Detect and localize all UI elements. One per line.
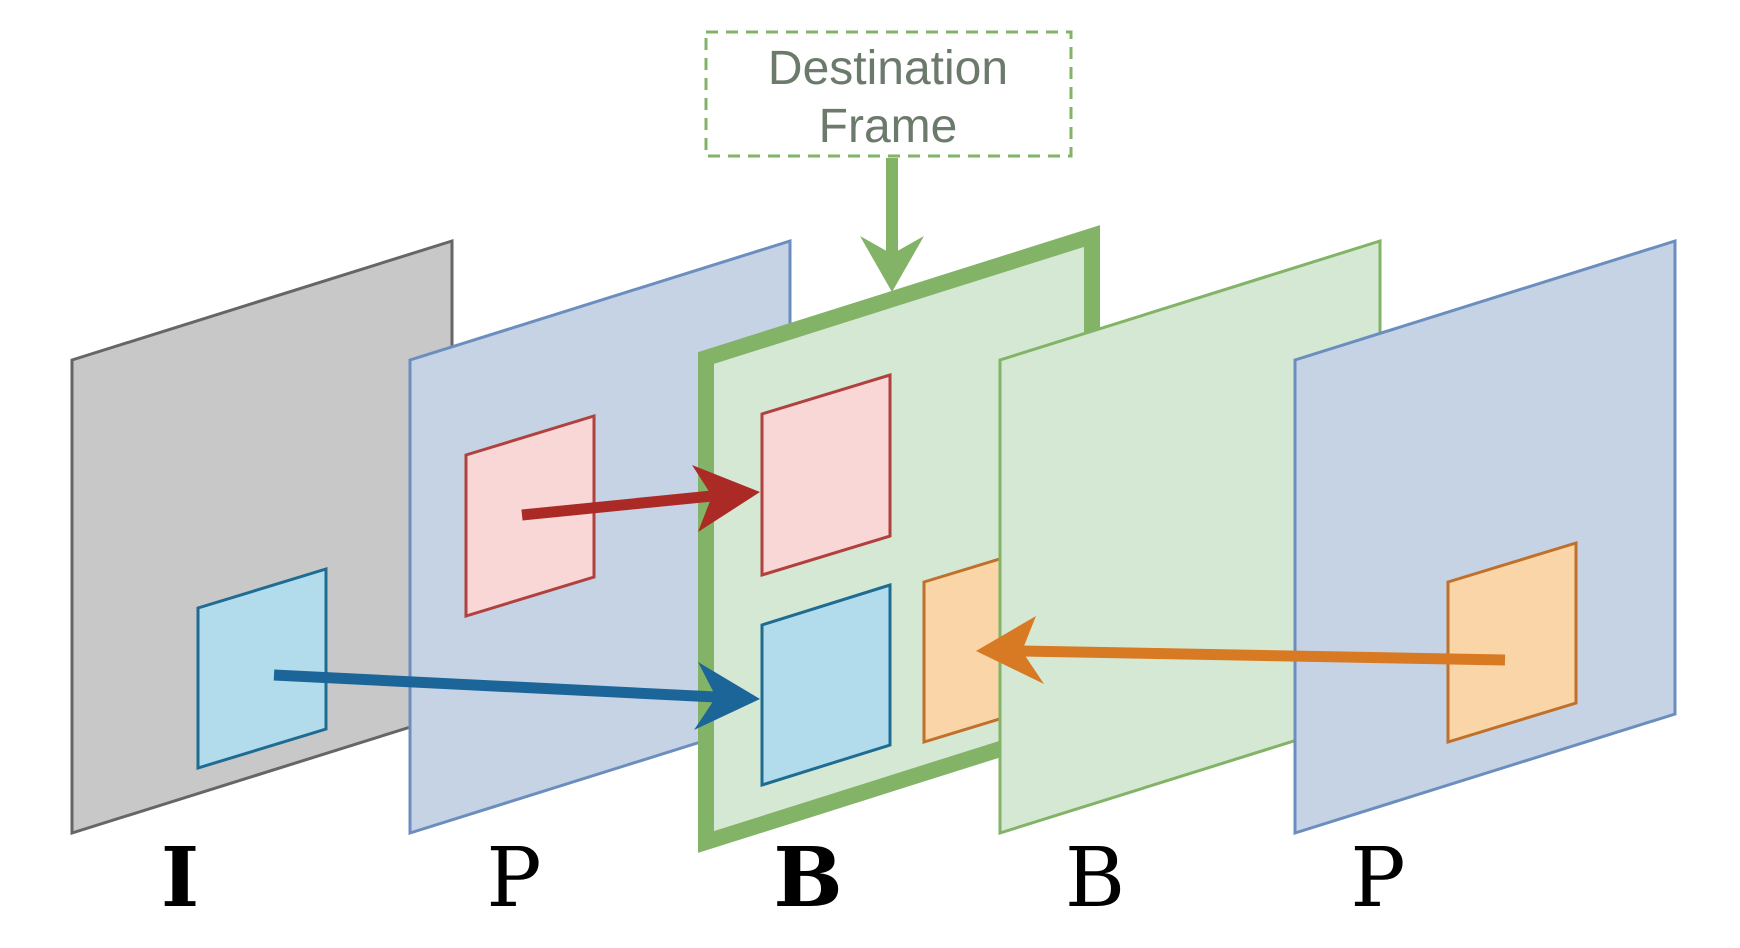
frame-label-i: I	[161, 830, 199, 926]
frame-label-p-2: P	[1350, 831, 1405, 926]
frame-label-b-destination: B	[773, 830, 842, 926]
destination-pointer-arrow	[860, 158, 924, 292]
orange-block-source	[1446, 540, 1578, 745]
p-frame-plane-2	[1293, 238, 1677, 836]
blue-motion-arrow	[273, 662, 760, 730]
blue-block-source	[196, 566, 328, 771]
orange-motion-arrow	[976, 616, 1506, 684]
frame-label-p-1: P	[486, 831, 541, 926]
frame-label-b-2: B	[1065, 831, 1125, 926]
destination-label-line1: Destination	[768, 42, 1008, 95]
red-block-destination	[760, 372, 892, 578]
destination-frame-callout: Destination Frame	[704, 30, 1073, 158]
red-motion-arrow	[521, 465, 760, 532]
blue-block-destination	[760, 582, 892, 788]
destination-label-line2: Frame	[819, 100, 958, 153]
destination-frame-box	[704, 30, 1073, 158]
